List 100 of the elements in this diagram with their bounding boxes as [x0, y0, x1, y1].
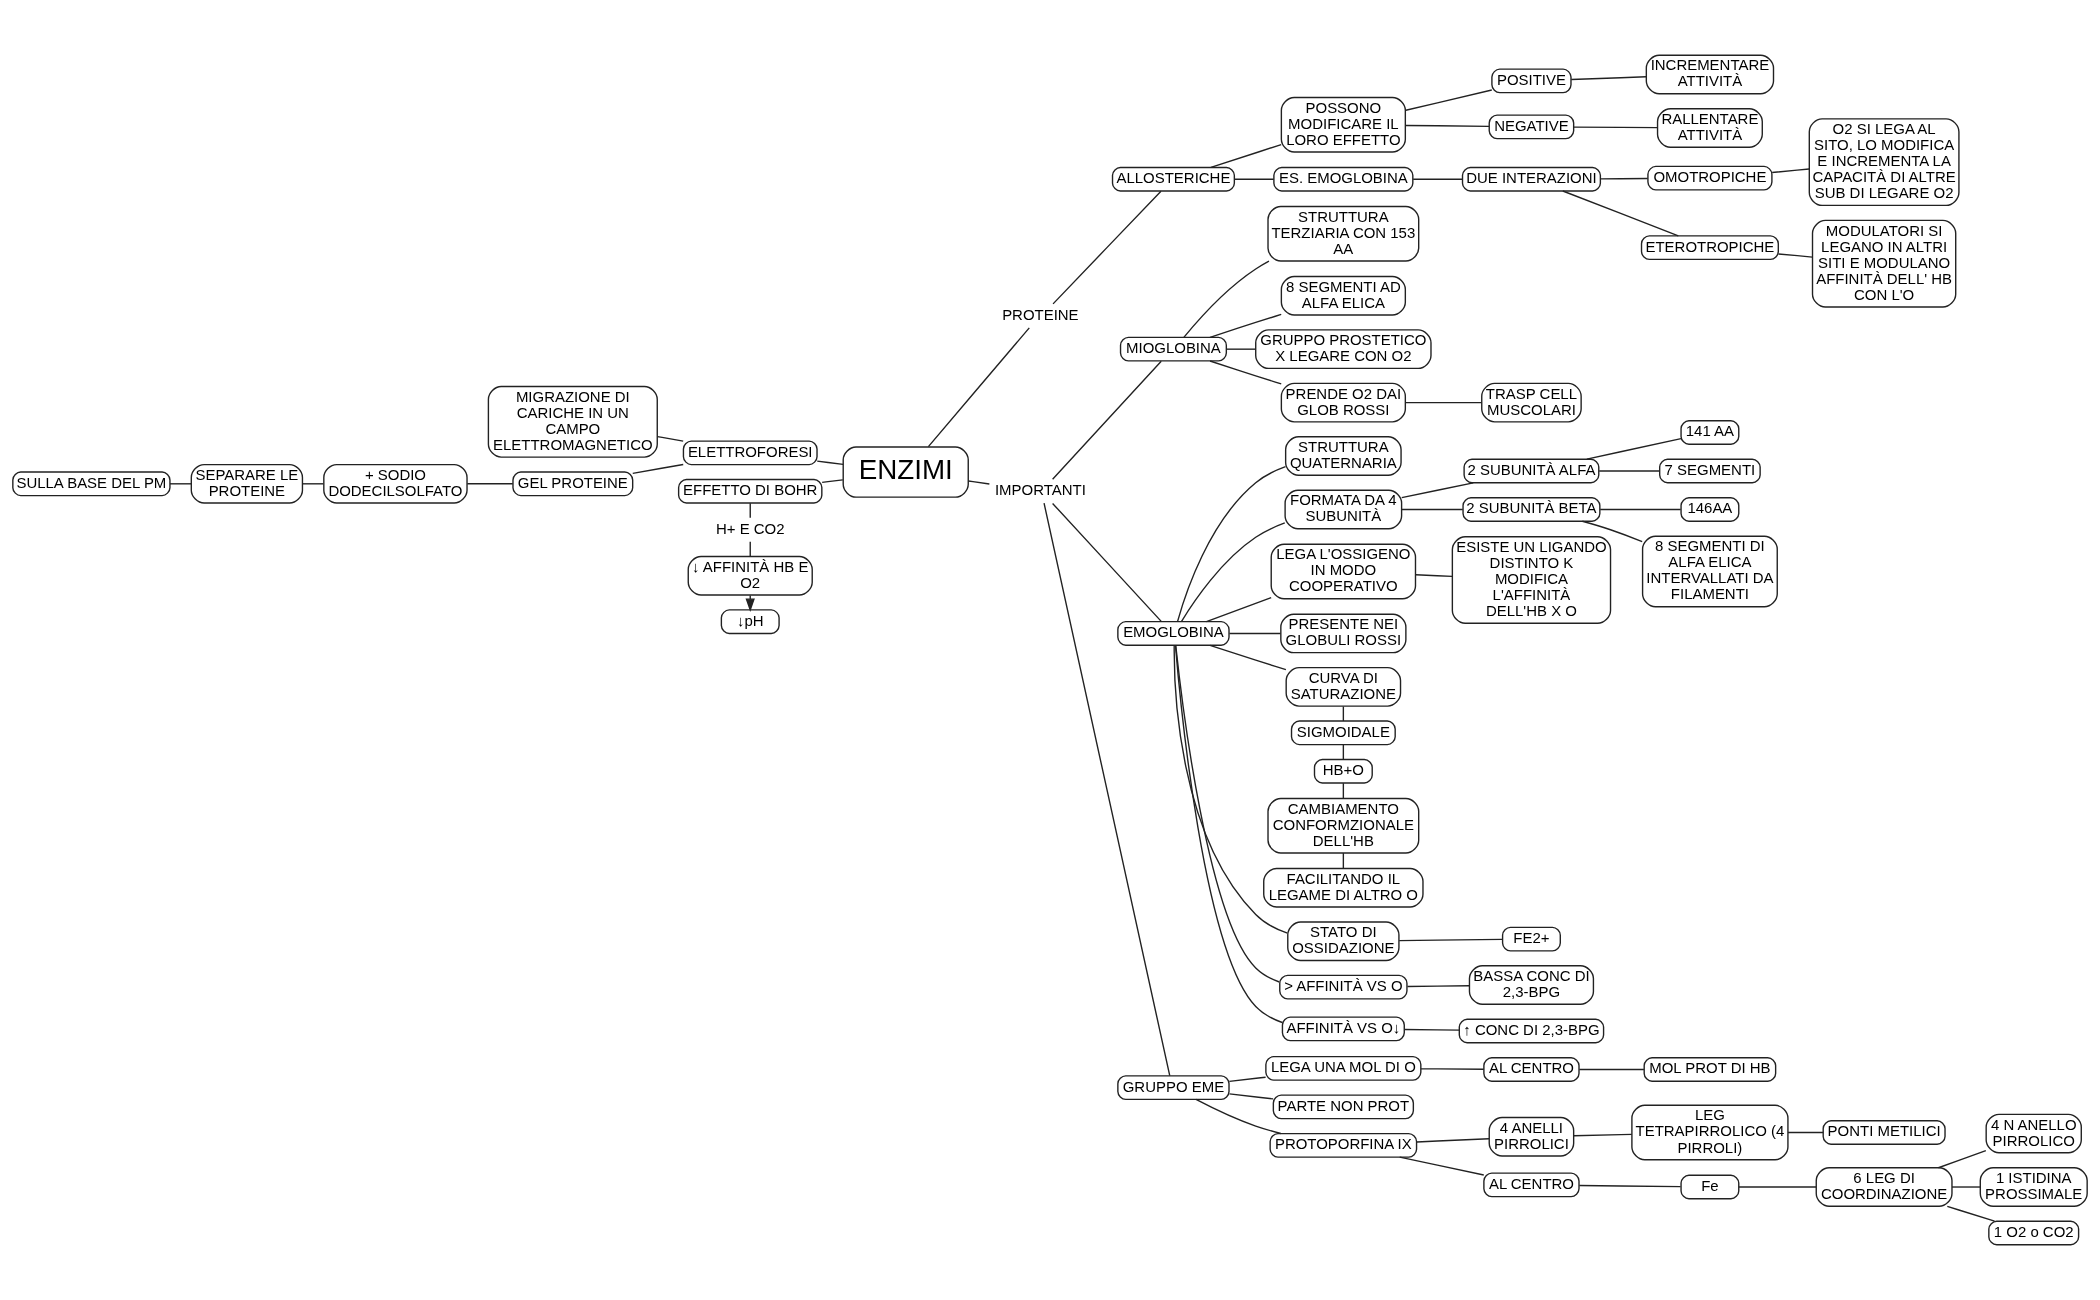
node-box: NEGATIVE: [1488, 114, 1575, 140]
connector: [1176, 465, 1287, 623]
node-box: STATO DI OSSIDAZIONE: [1287, 921, 1400, 962]
node-box: EFFETTO DI BOHR: [677, 478, 823, 504]
connector: [1573, 1133, 1633, 1137]
connector: [821, 479, 844, 484]
connector: [1403, 1028, 1460, 1031]
node-box: OMOTROPICHE: [1647, 165, 1773, 191]
connector: [1406, 985, 1471, 988]
node-box: HB+O: [1313, 758, 1373, 784]
connector: [656, 435, 684, 442]
node-box: ↓ AFFINITÀ HB E O2: [687, 555, 813, 596]
node-box: FE2+: [1501, 926, 1561, 952]
node-box: PONTI METILICI: [1822, 1120, 1946, 1145]
node-box: Fe: [1680, 1174, 1740, 1200]
node-box: ESISTE UN LIGANDO DISTINTO K MODIFICA L'AFFINITÀ DELL'HB X O: [1451, 536, 1612, 624]
connector: [1226, 348, 1257, 350]
node-box: 6 LEG DI COORDINAZIONE: [1815, 1167, 1953, 1207]
connector: [1228, 1076, 1267, 1083]
connector: [1415, 574, 1453, 578]
connector: [169, 483, 192, 485]
node-text: PROTEINE: [1002, 305, 1079, 323]
node-box: 7 SEGMENTI: [1659, 458, 1761, 484]
node-box: ↑ CONC DI 2,3-BPG: [1458, 1018, 1605, 1044]
node-box: ELETTROFORESI: [682, 440, 818, 466]
node-box: MIOGLOBINA: [1119, 336, 1228, 362]
connector: [967, 480, 991, 485]
connector: [1573, 126, 1659, 129]
node-box: AFFINITÀ VS O↓: [1281, 1016, 1405, 1042]
node-box: LEG TETRAPIRROLICO (4 PIRROLI): [1631, 1104, 1789, 1161]
connector: [1209, 644, 1287, 671]
node-box: POSITIVE: [1491, 68, 1572, 94]
node-text: IMPORTANTI: [994, 481, 1086, 499]
connector: [1209, 360, 1282, 385]
connector: [1195, 1098, 1282, 1135]
connector: [1598, 470, 1661, 472]
connector: [1416, 1138, 1490, 1143]
node-box: 8 SEGMENTI DI ALFA ELICA INTERVALLATI DA FILAMENTI: [1641, 535, 1778, 608]
node-box: INCREMENTARE ATTIVITÀ: [1645, 54, 1775, 95]
node-box: EMOGLOBINA: [1117, 621, 1230, 646]
connector: [1228, 1093, 1274, 1100]
connector: [1405, 89, 1493, 111]
node-box: RALLENTARE ATTIVITÀ: [1656, 108, 1763, 148]
node-box: ETEROTROPICHE: [1640, 235, 1779, 261]
node-box: 8 SEGMENTI AD ALFA ELICA: [1280, 275, 1407, 316]
connector: [1412, 178, 1463, 180]
node-box: GRUPPO PROSTETICO X LEGARE CON O2: [1255, 329, 1432, 370]
node-box: 1 ISTIDINA PROSSIMALE: [1979, 1167, 2088, 1207]
node-box: TRASP CELL MUSCOLARI: [1481, 382, 1582, 423]
node-box: AL CENTRO: [1483, 1172, 1580, 1198]
connector: [1228, 632, 1282, 635]
node-box: ↓pH: [720, 609, 780, 635]
node-box: CAMBIAMENTO CONFORMZIONALE DELL'HB: [1267, 797, 1420, 854]
node-box: 4 ANELLI PIRROLICI: [1488, 1116, 1575, 1157]
node-box: MODULATORI SI LEGANO IN ALTRI SITI E MODULANO AFFINITÀ DELL' HB CON L'O: [1811, 219, 1957, 308]
node-box: PRENDE O2 DAI GLOB ROSSI: [1280, 382, 1407, 423]
connector: [1599, 508, 1682, 511]
node-box: 4 N ANELLO PIRROLICO: [1985, 1113, 2082, 1154]
connector: [1205, 597, 1272, 623]
node-box: FACILITANDO IL LEGAME DI ALTRO O: [1263, 867, 1424, 908]
connector: [1209, 313, 1282, 338]
connector: [1937, 1149, 1987, 1169]
node-box: + SODIO DODECILSOLFATO: [323, 463, 468, 504]
node-box: PARTE NON PROT: [1272, 1094, 1415, 1120]
connector: [1398, 938, 1503, 942]
connector: [1399, 1156, 1485, 1176]
node-box: 1 O2 o CO2: [1988, 1220, 2080, 1246]
connector: [1180, 522, 1286, 623]
node-box: LEGA L'OSSIGENO IN MODO COOPERATIVO: [1270, 543, 1417, 600]
node-box: > AFFINITÀ VS O: [1279, 974, 1408, 1000]
connector: [1051, 502, 1162, 623]
node-box: SEPARARE LE PROTEINE: [190, 463, 304, 504]
node-box: PRESENTE NEI GLOBULI ROSSI: [1280, 613, 1407, 654]
connector: [1405, 401, 1483, 404]
node-box: SULLA BASE DEL PM: [12, 471, 171, 497]
node-box: STRUTTURA QUATERNARIA: [1284, 436, 1402, 476]
node-box: CURVA DI SATURAZIONE: [1285, 666, 1402, 707]
node-box: STRUTTURA TERZIARIA CON 153 AA: [1267, 205, 1420, 262]
node-box: 146AA: [1680, 497, 1740, 522]
connector: [632, 463, 684, 475]
connector: [1578, 1184, 1682, 1188]
connector: [927, 327, 1030, 448]
node-box: O2 SI LEGA AL SITO, LO MODIFICA E INCREMENTA LA CAPACITÀ DI ALTRE SUB DI LEGARE O2: [1808, 118, 1960, 207]
connector: [1946, 1205, 1996, 1222]
connector: [1401, 508, 1464, 511]
connector: [1771, 168, 1810, 174]
node-box: POSSONO MODIFICARE IL LORO EFFETTO: [1280, 96, 1407, 153]
connector: [816, 460, 844, 466]
node-box: SIGMOIDALE: [1290, 720, 1396, 746]
connector: [1586, 437, 1682, 460]
node-box: FORMATA DA 4 SUBUNITÀ: [1284, 489, 1403, 530]
connector: [1578, 1068, 1645, 1071]
node-box: ALLOSTERICHE: [1111, 166, 1236, 192]
connector: [1401, 482, 1474, 499]
connector: [1570, 76, 1647, 81]
node-box: 2 SUBUNITÀ ALFA: [1463, 458, 1600, 484]
node-box: PROTOPORFINA IX: [1269, 1132, 1418, 1158]
node-box: ES. EMOGLOBINA: [1273, 166, 1414, 192]
node-box: 141 AA: [1680, 420, 1740, 445]
node-box: ENZIMI: [842, 446, 969, 498]
